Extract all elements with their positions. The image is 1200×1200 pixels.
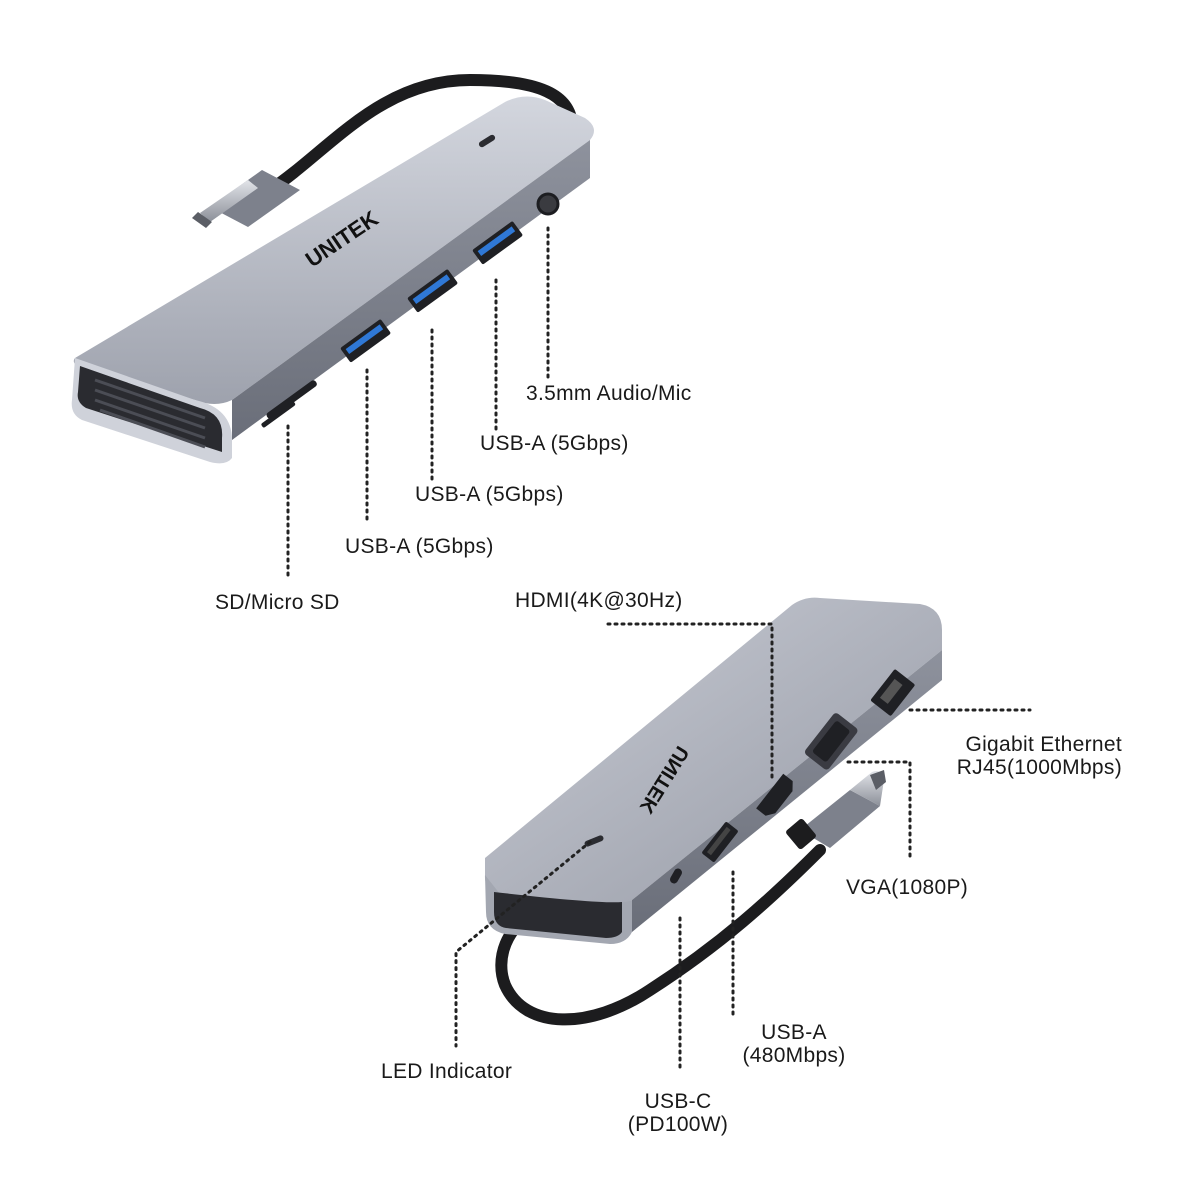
top-hub-usb-c-plug [192,170,300,228]
bottom-hub-ethernet-port [871,669,915,716]
bottom-hub-end-recess [494,892,622,938]
bottom-hub-usb-a-port [702,822,738,862]
top-hub-top-face [73,96,594,404]
top-hub-leader-lines [286,226,550,578]
label-ethernet-line2: RJ45(1000Mbps) [956,755,1122,779]
label-usb-c-line1: USB-C [644,1090,712,1113]
bottom-hub-leader-lines [454,622,1032,1072]
top-hub-usb-a-port-1 [340,319,391,362]
label-usb-c-line2: (PD100W) [627,1112,729,1136]
top-hub-usb-a-port-2 [407,269,458,312]
leader-vga [846,760,912,860]
label-ethernet-line1: Gigabit Ethernet [965,733,1122,756]
leader-hdmi [606,622,774,782]
top-hub-vent-slats [94,378,206,449]
bottom-hub-usb-c-port [670,868,682,884]
label-usb-a-480-line2: (480Mbps) [742,1043,846,1067]
label-led-indicator: LED Indicator [381,1060,513,1083]
label-audio-mic: 3.5mm Audio/Mic [526,382,692,405]
label-usb-a-480: USB-A (480Mbps) [732,1021,856,1067]
bottom-hub: UNITEK [484,597,942,1026]
bottom-hub-top-face [484,597,942,907]
label-hdmi: HDMI(4K@30Hz) [515,589,683,612]
label-sd-micro-sd: SD/Micro SD [215,591,340,614]
label-usb-a-5gbps-1: USB-A (5Gbps) [345,535,494,558]
top-hub-audio-jack [536,192,560,216]
label-usb-a-5gbps-3: USB-A (5Gbps) [480,432,629,455]
top-hub-cable [264,73,578,196]
label-usb-c: USB-C (PD100W) [620,1090,736,1136]
label-usb-a-480-line1: USB-A [761,1021,827,1044]
top-hub-usb-a-port-3 [472,221,523,264]
bottom-hub-vga-port [804,713,858,770]
leader-led [454,840,592,1048]
label-ethernet: Gigabit Ethernet RJ45(1000Mbps) [936,733,1122,779]
bottom-hub-cable [495,844,826,1026]
top-hub-led [478,134,496,148]
top-hub-sd-slot [266,380,317,419]
top-hub: UNITEK [71,73,594,464]
bottom-hub-hdmi-port [756,773,793,816]
label-vga: VGA(1080P) [846,876,969,899]
label-usb-a-5gbps-2: USB-A (5Gbps) [415,483,564,506]
top-hub-microsd-slot [261,401,296,428]
bottom-hub-usb-c-plug [786,770,886,850]
top-hub-side-face [232,140,590,440]
